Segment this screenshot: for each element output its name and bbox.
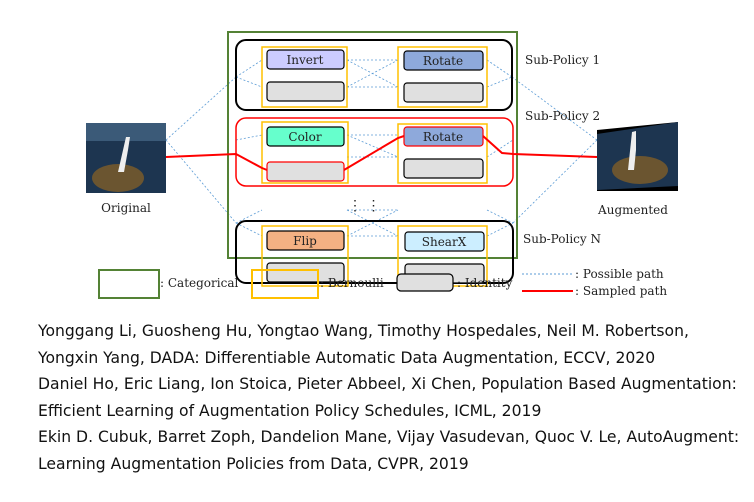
- identity-op-sampled: [266, 161, 345, 182]
- op-flip: [266, 230, 345, 251]
- reference-dada: Yonggang Li, Guosheng Hu, Yongtao Wang, …: [38, 322, 689, 367]
- legend-categorical: : Categorical: [160, 276, 238, 290]
- op-label: Color: [288, 130, 321, 144]
- identity-op: [266, 81, 345, 102]
- op-label: Rotate: [423, 130, 463, 144]
- sub-policy-1-label: Sub-Policy 1: [525, 53, 600, 67]
- original-image: [86, 123, 166, 193]
- references: Yonggang Li, Guosheng Hu, Yongtao Wang, …: [38, 318, 748, 477]
- categorical-box: [227, 31, 518, 259]
- op-label: Flip: [293, 234, 317, 248]
- identity-op: [266, 262, 345, 283]
- dada-diagram: Invert Rotate Color Rotate Flip ShearX ⋮…: [86, 31, 678, 299]
- sub-policy-n-label: Sub-Policy N: [523, 232, 601, 246]
- op-label: Rotate: [423, 54, 463, 68]
- possible-paths: [165, 59, 598, 237]
- legend-categorical-swatch: [98, 269, 160, 299]
- legend-bernoulli-swatch: [251, 269, 319, 299]
- legend-identity: : Identity: [457, 276, 513, 290]
- legend-sampled-path: : Sampled path: [575, 284, 667, 298]
- original-label: Original: [101, 201, 151, 215]
- legend-possible-path: : Possible path: [575, 267, 664, 281]
- reference-autoaugment: Ekin D. Cubuk, Barret Zoph, Dandelion Ma…: [38, 428, 740, 473]
- sub-policy-2-box: [235, 117, 514, 187]
- op-color: [266, 126, 345, 147]
- sub-policy-n-box: [235, 220, 514, 284]
- op-label: ShearX: [422, 235, 467, 249]
- identity-op: [403, 158, 484, 179]
- op-invert: [266, 49, 345, 70]
- sub-policy-1-box: [235, 39, 513, 111]
- ellipsis: ⋮ ⋮: [348, 198, 380, 214]
- legend-identity-swatch: [396, 273, 454, 292]
- augmented-label: Augmented: [597, 203, 668, 217]
- sub-policy-2-label: Sub-Policy 2: [525, 109, 600, 123]
- op-label: Invert: [287, 53, 324, 67]
- bernoulli-boxes: [261, 46, 488, 287]
- op-rotate: [403, 50, 484, 71]
- augmented-image: [597, 122, 678, 191]
- reference-pba: Daniel Ho, Eric Liang, Ion Stoica, Piete…: [38, 375, 737, 420]
- legend-bernoulli: : Bernoulli: [320, 276, 384, 290]
- op-shearx: [404, 231, 485, 252]
- identity-op: [403, 82, 484, 103]
- sampled-path: [165, 135, 598, 171]
